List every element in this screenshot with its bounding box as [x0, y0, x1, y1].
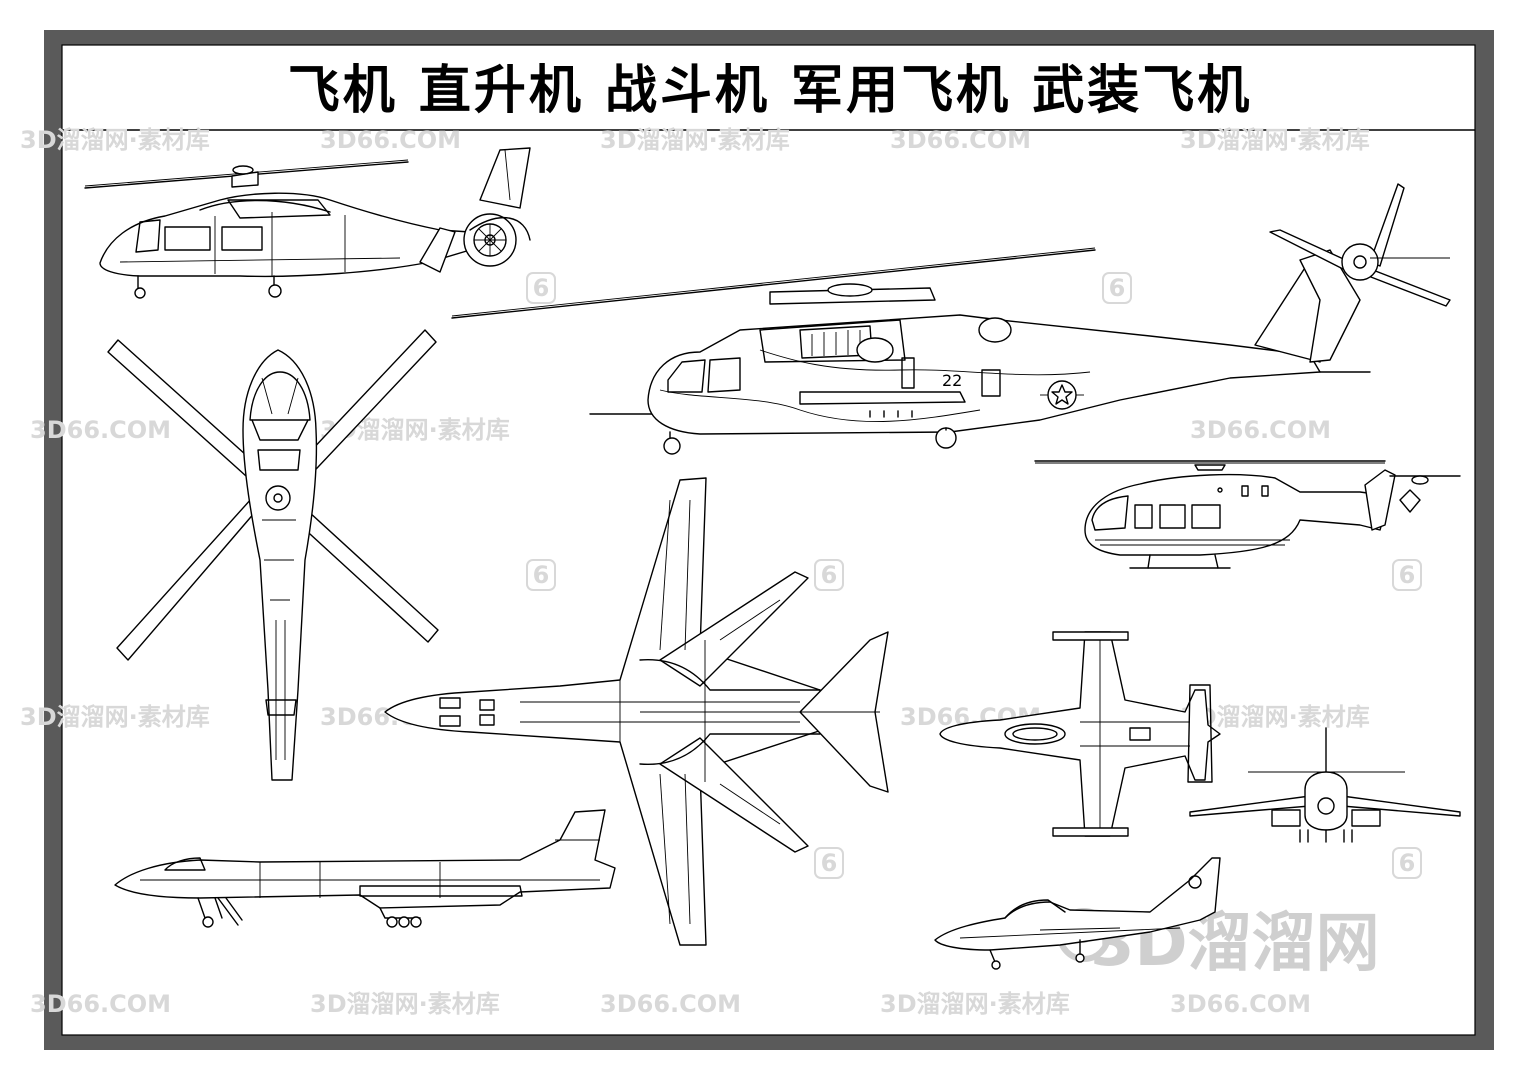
light-helicopter-side-view: [1034, 460, 1461, 569]
watermark-6-icon: 6: [814, 847, 844, 879]
watermark-6-icon: 6: [1392, 559, 1422, 591]
svg-text:6: 6: [821, 849, 838, 877]
watermark-domain: 3D66.COM: [30, 416, 171, 444]
svg-text:6: 6: [1399, 849, 1416, 877]
watermark-6-icon: 6: [1392, 847, 1422, 879]
watermark-domain: 3D66.COM: [1170, 990, 1311, 1018]
watermark-domain: 3D66.COM: [1190, 416, 1331, 444]
jet-trainer-side-view: [934, 857, 1221, 970]
heavy-helicopter-side-view: 22: [451, 183, 1451, 455]
bomber-front-view: [1189, 727, 1461, 843]
watermark-6-icon: 6: [1102, 272, 1132, 304]
watermark-domain: 3D66.COM: [30, 990, 171, 1018]
svg-text:6: 6: [533, 561, 550, 589]
watermark-site-name: 3D溜溜网·素材库: [1180, 703, 1370, 731]
page-title: 飞机 直升机 战斗机 军用飞机 武装飞机: [288, 61, 1252, 121]
watermark-site-name: 3D溜溜网·素材库: [1180, 126, 1370, 154]
watermark-site-name: 3D溜溜网·素材库: [600, 126, 790, 154]
svg-text:6: 6: [533, 274, 550, 302]
jet-trainer-top-view: [939, 631, 1221, 837]
nose-number: 22: [942, 371, 962, 390]
watermark-site-name: 3D溜溜网·素材库: [20, 126, 210, 154]
watermark-6-icon: 6: [526, 272, 556, 304]
svg-text:6: 6: [1109, 274, 1126, 302]
watermark-site-name: 3D溜溜网·素材库: [310, 990, 500, 1018]
watermark-domain: 3D66.COM: [600, 990, 741, 1018]
watermark-6-icon: 6: [814, 559, 844, 591]
watermark-6-icon: 6: [526, 559, 556, 591]
utility-helicopter-top-view: [107, 329, 439, 781]
svg-text:6: 6: [821, 561, 838, 589]
watermark-domain: 3D66.COM: [890, 126, 1031, 154]
watermark-site-name: 3D溜溜网·素材库: [880, 990, 1070, 1018]
watermark-layer: 3D溜溜网·素材库 3D66.COM 3D溜溜网·素材库 3D66.COM 3D…: [20, 126, 1422, 1018]
svg-text:6: 6: [1399, 561, 1416, 589]
watermark-site-name: 3D溜溜网·素材库: [20, 703, 210, 731]
bomber-side-view: [114, 809, 616, 928]
bomber-top-view: [384, 477, 889, 946]
utility-helicopter-side-view: [84, 147, 531, 299]
watermark-domain: 3D66.COM: [320, 126, 461, 154]
